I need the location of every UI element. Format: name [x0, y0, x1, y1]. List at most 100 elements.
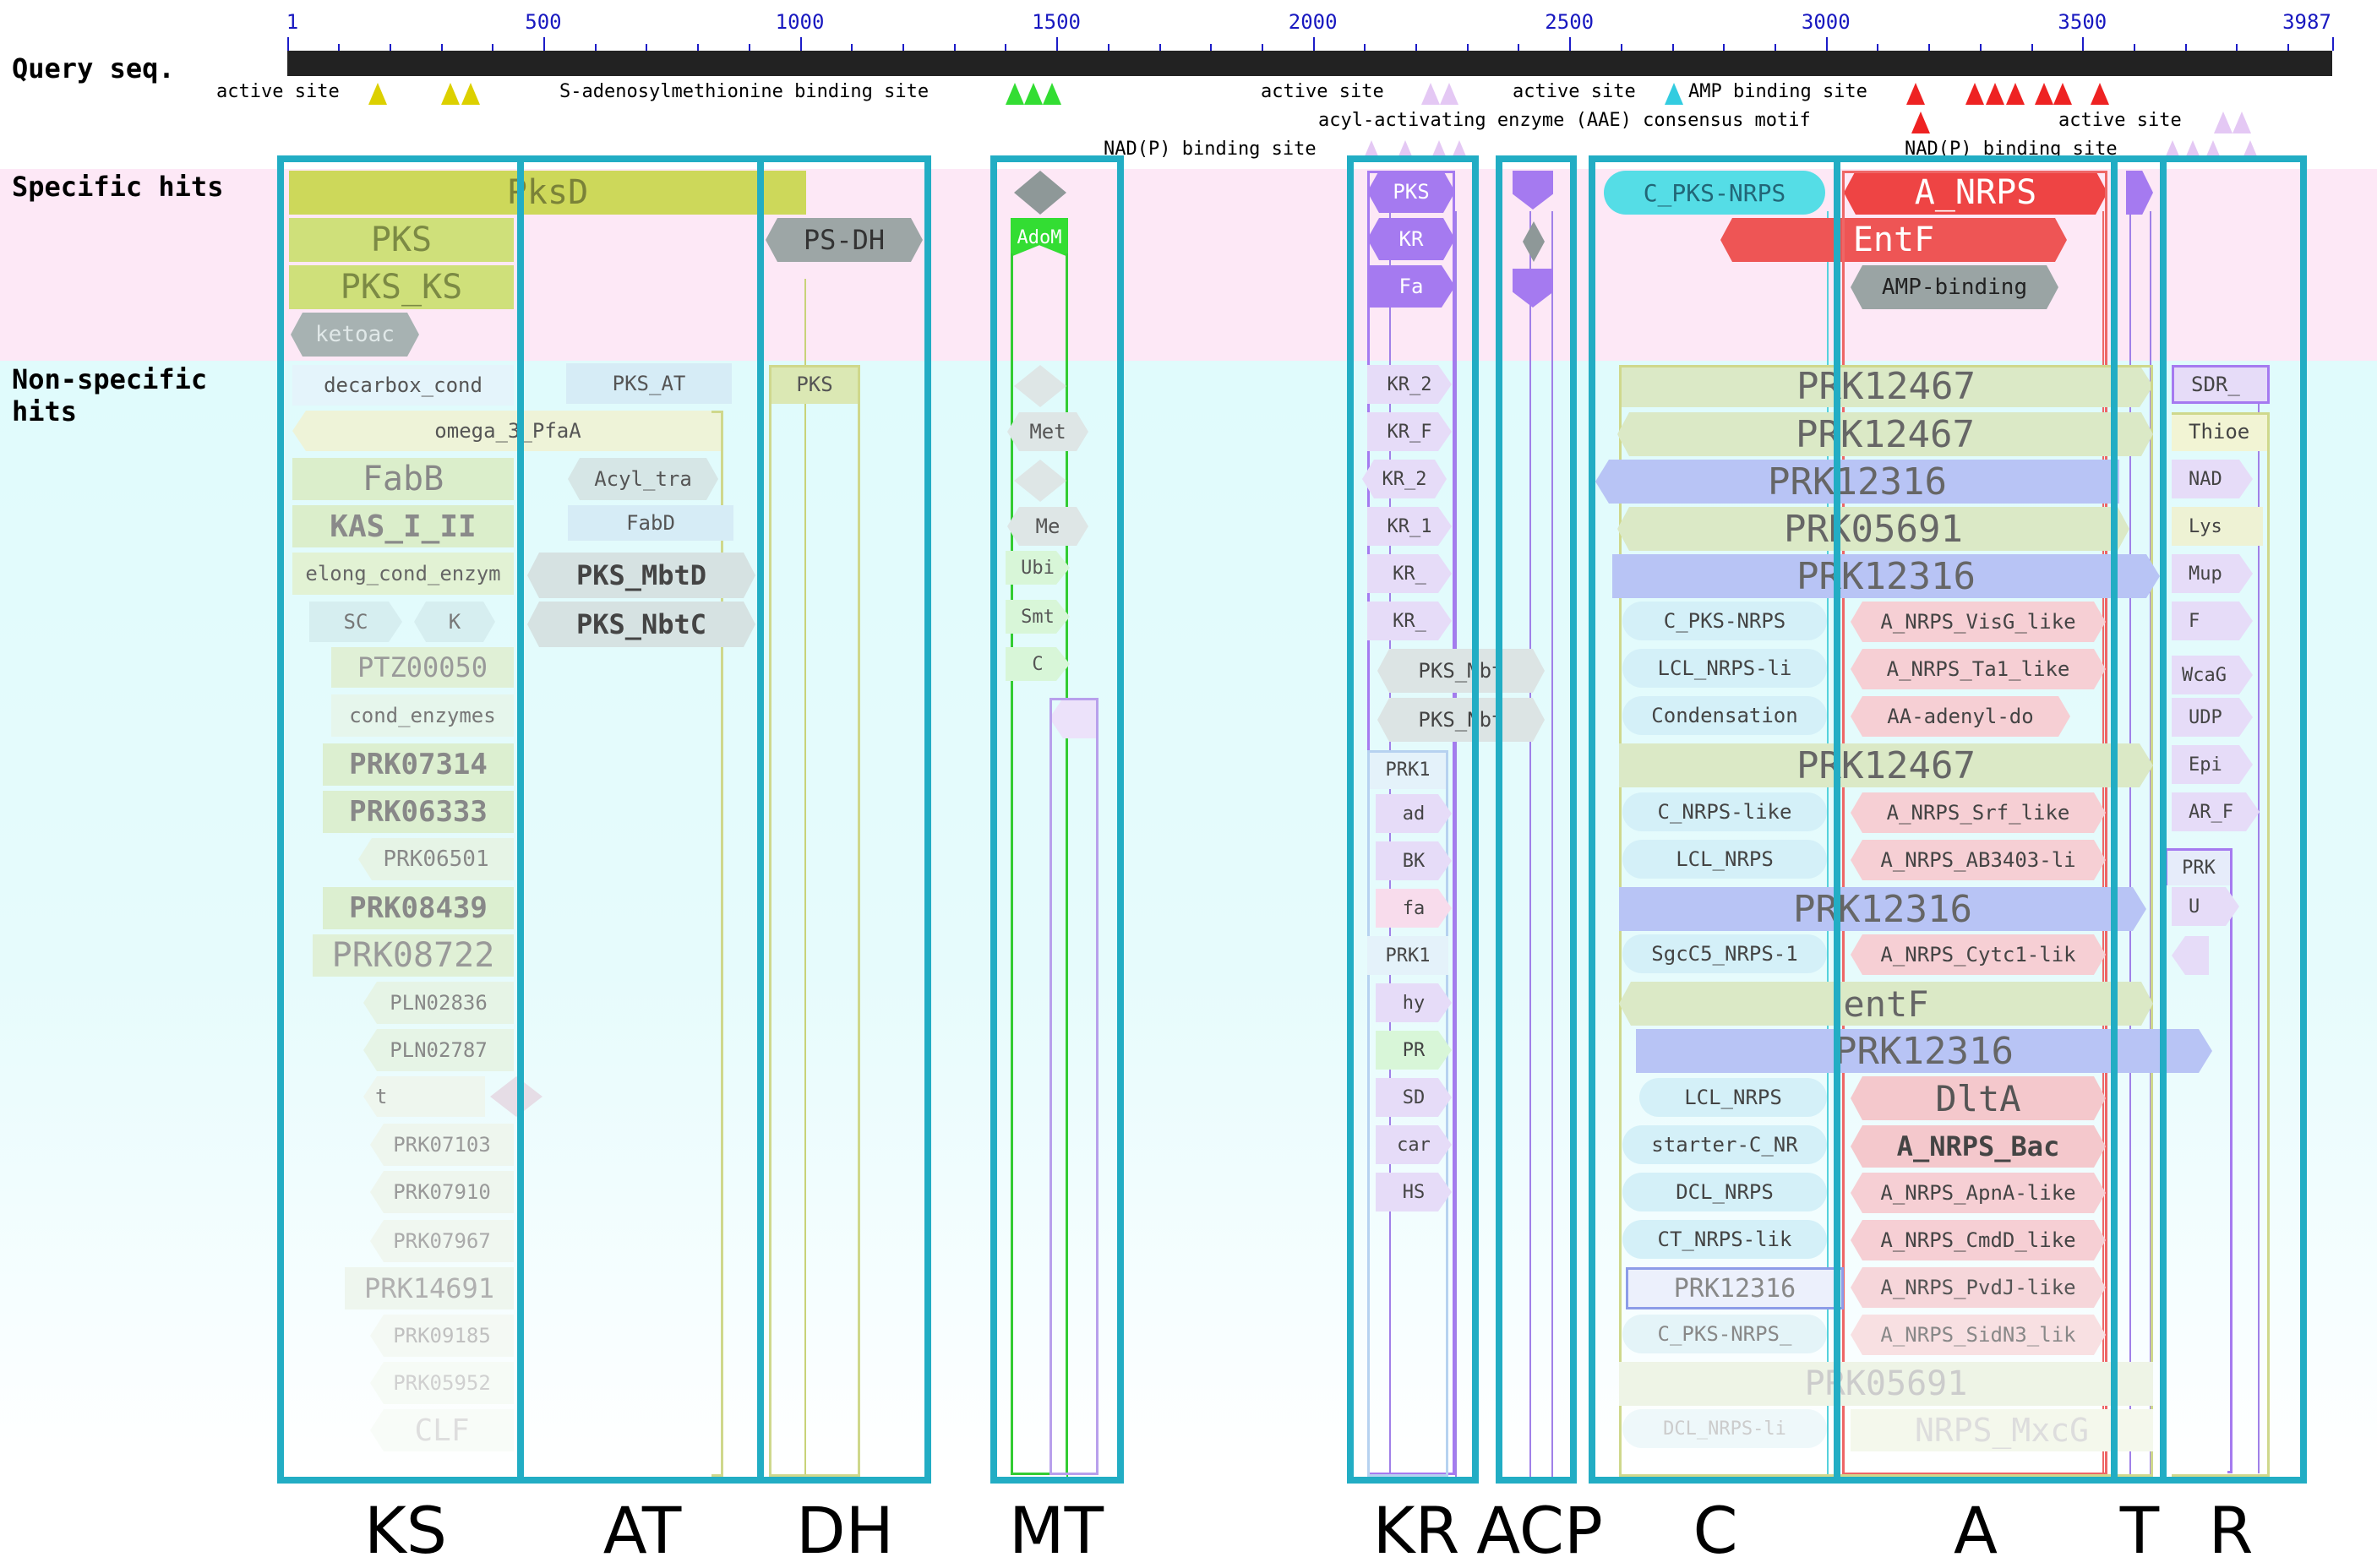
domain-box-ks[interactable]	[277, 155, 524, 1484]
hit-pks-at[interactable]: PKS_AT	[566, 363, 732, 404]
hit-prk12316-a[interactable]: PRK12316	[1595, 460, 2119, 504]
hit-kr-pks[interactable]: PKS	[1367, 171, 1455, 213]
hit-fabb[interactable]: FabB	[292, 458, 514, 500]
hit-c-pks-nrps-ns[interactable]: C_PKS-NRPS	[1622, 602, 1827, 640]
hit-lys[interactable]: Lys	[2172, 507, 2263, 546]
hit-prk08722[interactable]: PRK08722	[313, 934, 514, 977]
hit-elong-cond-enzym[interactable]: elong_cond_enzym	[292, 553, 514, 595]
hit-pks-mbtd[interactable]: PKS_MbtD	[527, 553, 755, 598]
hit-prk12316-b[interactable]: PRK12316	[1612, 554, 2160, 598]
site-sam[interactable]: S-adenosylmethionine binding site	[559, 81, 930, 102]
hit-sgcc5-nrps-1[interactable]: SgcC5_NRPS-1	[1622, 934, 1827, 973]
hit-kr-kr[interactable]: KR	[1367, 218, 1455, 260]
hit-c-pks-nrps-b[interactable]: C_PKS-NRPS_	[1622, 1315, 1827, 1353]
hit-pr[interactable]: PR	[1376, 1031, 1452, 1070]
hit-a-nrps-visg-like[interactable]: A_NRPS_VisG_like	[1851, 602, 2106, 642]
hit-lcl-nrps-a[interactable]: LCL_NRPS	[1622, 840, 1827, 879]
hit-prk08439[interactable]: PRK08439	[323, 887, 514, 929]
hit-t[interactable]: t	[363, 1076, 485, 1117]
hit-kr-2-b[interactable]: KR_2	[1362, 460, 1447, 498]
hit-lcl-nrps-li[interactable]: LCL_NRPS-li	[1622, 649, 1827, 688]
hit-prk14691[interactable]: PRK14691	[345, 1267, 514, 1309]
hit-kr-fa[interactable]: Fa	[1367, 265, 1455, 308]
hit-omega-3-pfaa[interactable]: omega_3_PfaA	[292, 411, 723, 451]
hit-prk12467-a[interactable]: PRK12467	[1619, 365, 2153, 407]
hit-prk07103[interactable]: PRK07103	[370, 1124, 514, 1166]
domain-box-a[interactable]	[1834, 155, 2118, 1484]
hit-sc[interactable]: SC	[309, 602, 402, 642]
hit-c-mt[interactable]: C	[1006, 647, 1070, 681]
hit-pksd[interactable]: PksD	[289, 171, 806, 215]
hit-aa-adenyl-do[interactable]: AA-adenyl-do	[1851, 696, 2070, 737]
hit-condensation[interactable]: Condensation	[1622, 696, 1827, 735]
hit-hy[interactable]: hy	[1376, 983, 1452, 1022]
hit-ps-dh[interactable]: PS-DH	[766, 218, 923, 262]
hit-wcag[interactable]: WcaG	[2172, 656, 2253, 694]
hit-prk05691-b[interactable]: PRK05691	[1619, 1362, 2153, 1406]
hit-prk07967[interactable]: PRK07967	[370, 1220, 514, 1262]
hit-prk06333[interactable]: PRK06333	[323, 791, 514, 833]
hit-u[interactable]: U	[2172, 887, 2239, 926]
domain-box-dh[interactable]	[757, 155, 931, 1484]
hit-sd[interactable]: SD	[1376, 1078, 1452, 1117]
hit-prk1-a[interactable]: PRK1	[1367, 750, 1448, 789]
site-active-4[interactable]: active site	[2058, 110, 2182, 131]
hit-a-nrps-srf-like[interactable]: A_NRPS_Srf_like	[1851, 792, 2106, 833]
hit-prk07910[interactable]: PRK07910	[370, 1171, 514, 1213]
hit-kr-1[interactable]: KR_1	[1367, 507, 1452, 546]
hit-dcl-nrps-li[interactable]: DCL_NRPS-li	[1622, 1409, 1827, 1448]
hit-epi[interactable]: Epi	[2172, 745, 2253, 784]
hit-pln02787[interactable]: PLN02787	[363, 1029, 514, 1071]
hit-c-nrps-like[interactable]: C_NRPS-like	[1622, 792, 1827, 831]
hit-met[interactable]: Met	[1007, 412, 1088, 451]
hit-a-nrps-ab3403[interactable]: A_NRPS_AB3403-li	[1851, 840, 2106, 880]
hit-prk07314[interactable]: PRK07314	[323, 743, 514, 786]
hit-pln02836[interactable]: PLN02836	[363, 982, 514, 1024]
hit-cond-enzymes[interactable]: cond_enzymes	[331, 694, 514, 737]
hit-kr-f[interactable]: KR_F	[1367, 412, 1452, 451]
hit-pks-ks[interactable]: PKS_KS	[289, 265, 514, 309]
hit-prk09185[interactable]: PRK09185	[370, 1315, 514, 1357]
hit-decarbox-cond[interactable]: decarbox_cond	[292, 365, 514, 406]
hit-ar-f[interactable]: AR_F	[2172, 792, 2260, 831]
query-sequence-bar[interactable]	[287, 51, 2332, 76]
hit-a-nrps-cmdd[interactable]: A_NRPS_CmdD_like	[1851, 1220, 2106, 1260]
hit-a-nrps-apna[interactable]: A_NRPS_ApnA-like	[1851, 1173, 2106, 1213]
hit-ptz00050[interactable]: PTZ00050	[331, 647, 514, 688]
hit-car[interactable]: car	[1376, 1125, 1452, 1164]
hit-a-nrps-ta1-like[interactable]: A_NRPS_Ta1_like	[1851, 649, 2106, 689]
hit-prk12467-c[interactable]: PRK12467	[1619, 743, 2153, 787]
hit-nad[interactable]: NAD	[2172, 460, 2253, 498]
site-nadp-1[interactable]: NAD(P) binding site	[1104, 139, 1317, 160]
hit-hs[interactable]: HS	[1376, 1173, 1452, 1211]
hit-kr-a[interactable]: KR_	[1367, 554, 1452, 593]
hit-smt[interactable]: Smt	[1006, 600, 1070, 634]
domain-box-mt[interactable]	[990, 155, 1124, 1484]
hit-bk[interactable]: BK	[1376, 841, 1452, 880]
hit-a-nrps-cytc1[interactable]: A_NRPS_Cytc1-lik	[1851, 934, 2106, 975]
hit-pks-nbtc[interactable]: PKS_NbtC	[527, 602, 755, 647]
hit-sdr[interactable]: SDR_	[2172, 365, 2270, 404]
domain-box-c[interactable]	[1589, 155, 1840, 1484]
hit-f[interactable]: F	[2172, 602, 2253, 640]
hit-clf[interactable]: CLF	[370, 1409, 514, 1451]
hit-ct-nrps-lik[interactable]: CT_NRPS-lik	[1622, 1220, 1827, 1259]
hit-prk06501[interactable]: PRK06501	[358, 838, 514, 880]
hit-prk05952[interactable]: PRK05952	[370, 1362, 514, 1404]
hit-fa[interactable]: fa	[1376, 889, 1452, 928]
hit-pks-mbt[interactable]: PKS_Mbt	[1377, 649, 1545, 693]
domain-box-at[interactable]	[517, 155, 764, 1484]
hit-udp[interactable]: UDP	[2172, 698, 2253, 737]
hit-fabd[interactable]: FabD	[568, 505, 733, 541]
hit-ketoac[interactable]: ketoac	[291, 313, 419, 357]
hit-ubi[interactable]: Ubi	[1006, 551, 1070, 585]
hit-kas-i-ii[interactable]: KAS_I_II	[292, 505, 514, 547]
domain-box-t[interactable]	[2111, 155, 2167, 1484]
hit-prk1-b[interactable]: PRK1	[1367, 936, 1448, 975]
hit-pks-nbt[interactable]: PKS_Nbt	[1377, 698, 1545, 742]
hit-pks-dh-nonspec[interactable]: PKS	[769, 365, 860, 404]
hit-dlta[interactable]: DltA	[1851, 1076, 2106, 1120]
hit-a-nrps-sidn3[interactable]: A_NRPS_SidN3_lik	[1851, 1315, 2106, 1355]
hit-a-nrps-pvdj[interactable]: A_NRPS_PvdJ-like	[1851, 1267, 2106, 1308]
hit-entf-nonspec[interactable]: entF	[1619, 982, 2153, 1026]
